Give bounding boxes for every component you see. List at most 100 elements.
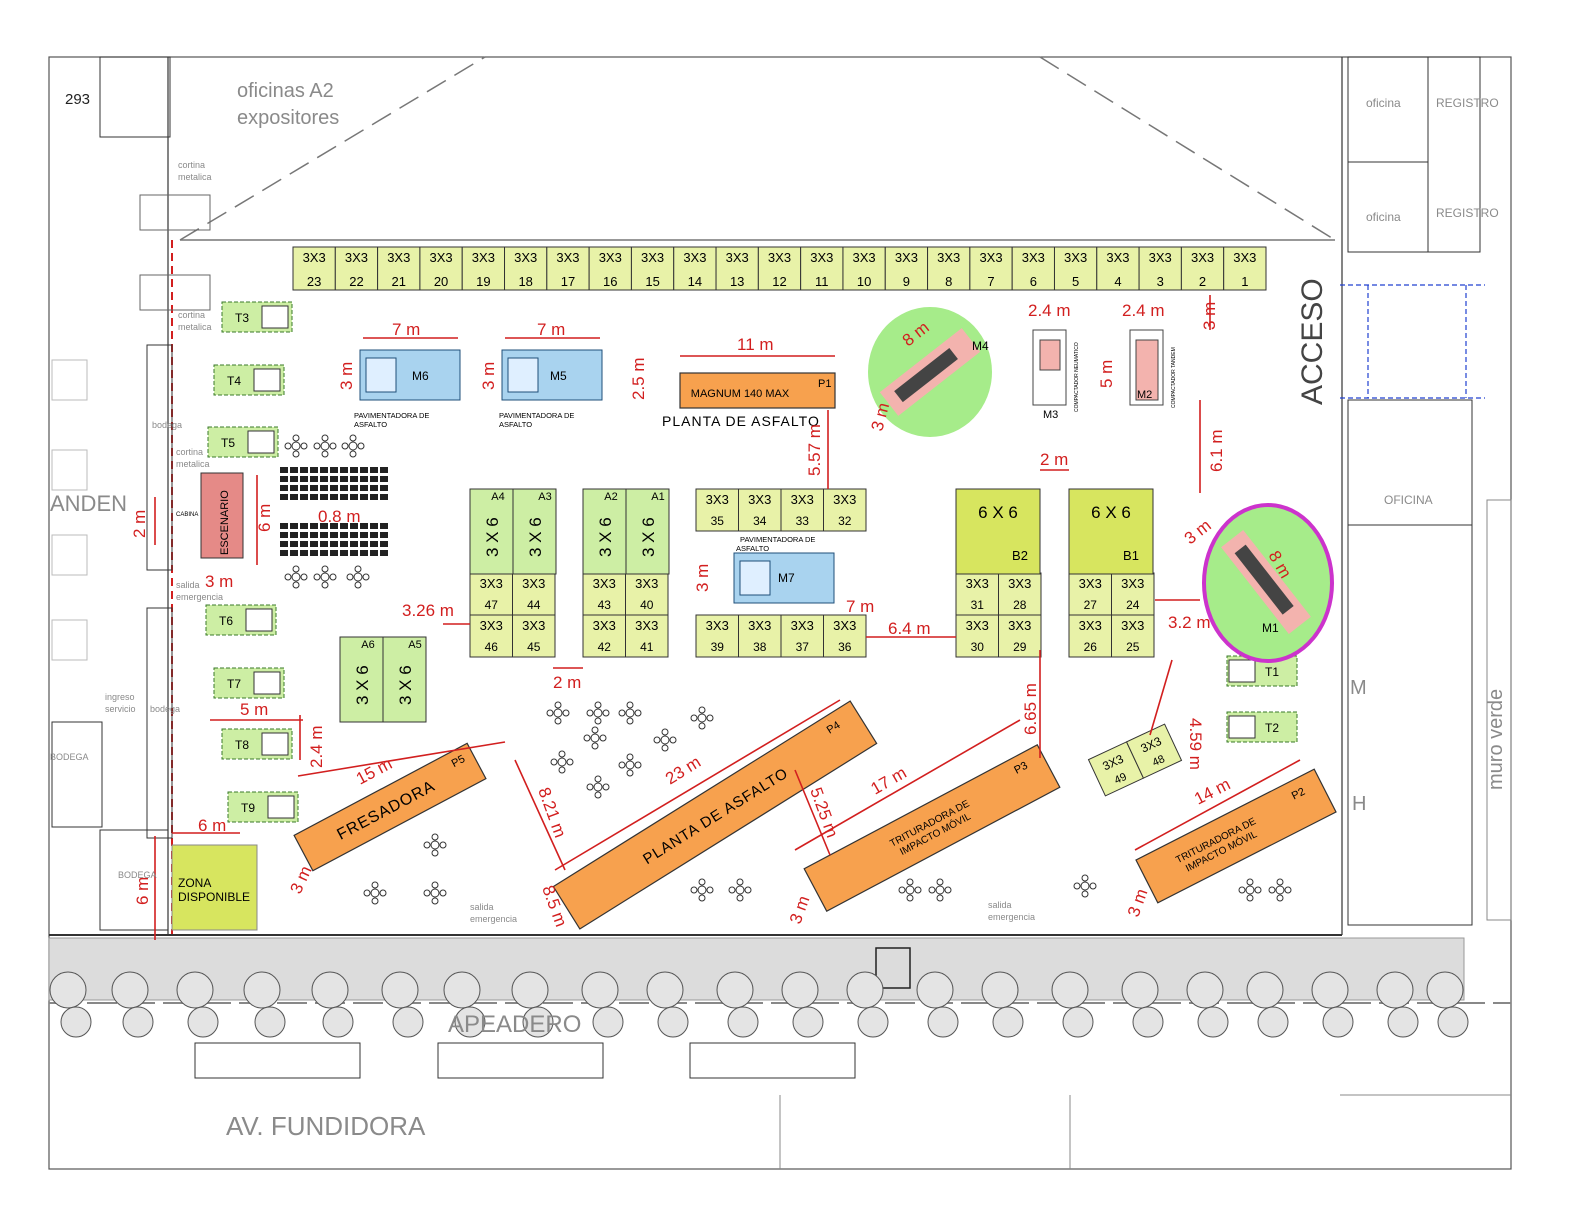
round-table xyxy=(1073,874,1097,898)
truck-t4-label: T4 xyxy=(227,374,241,388)
booth-33 xyxy=(780,488,824,532)
tree-icon xyxy=(381,971,419,1009)
booth-8-num: 8 xyxy=(945,274,952,289)
tree-icon xyxy=(443,971,481,1009)
booth-21-size: 3X3 xyxy=(387,250,410,265)
round-table xyxy=(546,701,570,725)
machine-m2-label: M2 xyxy=(1137,389,1152,401)
registro-label-2: REGISTRO xyxy=(1436,206,1499,220)
booth-6 xyxy=(1011,246,1055,291)
booth-27-num: 27 xyxy=(1084,598,1098,612)
dim-p1-gap: 5.57 m xyxy=(805,424,824,476)
booth-41-num: 41 xyxy=(640,640,654,654)
round-table xyxy=(284,434,308,458)
booth-36 xyxy=(823,614,867,658)
booth-39-size: 3X3 xyxy=(706,618,729,633)
round-table xyxy=(423,833,447,857)
booth-46 xyxy=(469,614,513,658)
dim-zona-width: 6 m xyxy=(198,816,226,835)
dim-m5-height: 3 m xyxy=(479,362,498,390)
booth-41 xyxy=(625,614,669,658)
plant-p4-name: PLANTA DE ASFALTO xyxy=(640,765,791,868)
salida-label-2a: salida xyxy=(470,902,494,912)
booth-41-size: 3X3 xyxy=(635,618,658,633)
round-table xyxy=(728,878,752,902)
truck-t8-label: T8 xyxy=(235,738,249,752)
booth-b2 xyxy=(955,488,1041,575)
booth-47 xyxy=(469,572,513,616)
truck-t5-label: T5 xyxy=(221,436,235,450)
salida-label-3a: salida xyxy=(988,900,1012,910)
booth-20 xyxy=(419,246,463,291)
m7-desc-1: PAVIMENTADORA DE xyxy=(740,535,815,544)
booth-11-num: 11 xyxy=(815,274,829,289)
booth-7 xyxy=(969,246,1013,291)
booth-47-size: 3X3 xyxy=(480,576,503,591)
tree-icon xyxy=(1121,971,1159,1009)
plant-p4 xyxy=(552,700,878,930)
booth-a3 xyxy=(512,488,557,575)
booth-7-num: 7 xyxy=(987,274,994,289)
booth-5-num: 5 xyxy=(1072,274,1079,289)
tree-icon xyxy=(1387,1006,1419,1038)
booth-13 xyxy=(715,246,759,291)
tree-icon xyxy=(392,1006,424,1038)
booth-a6-size: 3 X 6 xyxy=(353,665,372,705)
tree-icon xyxy=(727,1006,759,1038)
booth-10-num: 10 xyxy=(857,274,871,289)
booth-a4 xyxy=(469,488,514,575)
booth-a5 xyxy=(382,636,427,723)
zona-disponible xyxy=(171,844,258,931)
round-table xyxy=(653,728,677,752)
booth-28-num: 28 xyxy=(1013,598,1027,612)
booth-46-size: 3X3 xyxy=(480,618,503,633)
tree-icon xyxy=(646,971,684,1009)
booth-36-size: 3X3 xyxy=(833,618,856,633)
booth-16 xyxy=(588,246,632,291)
booth-48 xyxy=(1125,723,1183,779)
booth-42 xyxy=(582,614,626,658)
round-table xyxy=(284,565,308,589)
dim-p2-length: 14 m xyxy=(1191,774,1233,808)
plant-p1 xyxy=(679,372,836,409)
round-table xyxy=(313,565,337,589)
booth-2 xyxy=(1180,246,1225,291)
booth-a1-id: A1 xyxy=(651,491,664,503)
restroom-h-label: H xyxy=(1352,793,1366,815)
acceso-label: ACCESO xyxy=(1296,278,1329,405)
booth-25 xyxy=(1111,614,1155,658)
machine-m5: M5 xyxy=(501,349,603,401)
tree-icon xyxy=(846,971,884,1009)
salida-label-1a: salida xyxy=(176,580,200,590)
dim-truck-width: 2.4 m xyxy=(307,725,326,768)
dim-stage-width: 3 m xyxy=(205,572,233,591)
round-table xyxy=(550,750,574,774)
dim-m1-width: 3 m xyxy=(1181,516,1215,548)
salida-label-1b: emergencia xyxy=(176,592,223,602)
dim-t1-gap: 4.59 m xyxy=(1186,718,1205,770)
booth-a5-size: 3 X 6 xyxy=(396,665,415,705)
truck-t3-label: T3 xyxy=(235,311,249,325)
m7-desc-2: ASFALTO xyxy=(736,544,769,553)
booth-3-size: 3X3 xyxy=(1149,250,1172,265)
booth-17-num: 17 xyxy=(561,274,575,289)
truck-t7-label: T7 xyxy=(227,677,241,691)
booth-a2-id: A2 xyxy=(604,491,617,503)
booth-7-size: 3X3 xyxy=(979,250,1002,265)
round-table xyxy=(583,726,607,750)
booth-18-num: 18 xyxy=(518,274,532,289)
machine-m5-label: M5 xyxy=(550,369,567,383)
booth-40-num: 40 xyxy=(640,598,654,612)
tree-icon xyxy=(1322,1006,1354,1038)
tree-icon xyxy=(176,971,214,1009)
booth-39-num: 39 xyxy=(711,640,725,654)
booth-22-size: 3X3 xyxy=(345,250,368,265)
dim-stage-gap: 2 m xyxy=(130,510,149,538)
m6-desc-1: PAVIMENTADORA DE xyxy=(354,411,429,420)
dim-m7-width: 7 m xyxy=(846,597,874,616)
booth-34-num: 34 xyxy=(753,514,767,528)
booth-a1 xyxy=(625,488,670,575)
booth-12 xyxy=(757,246,802,291)
zona-label-1: ZONA xyxy=(178,876,211,890)
booth-b1 xyxy=(1068,488,1154,575)
